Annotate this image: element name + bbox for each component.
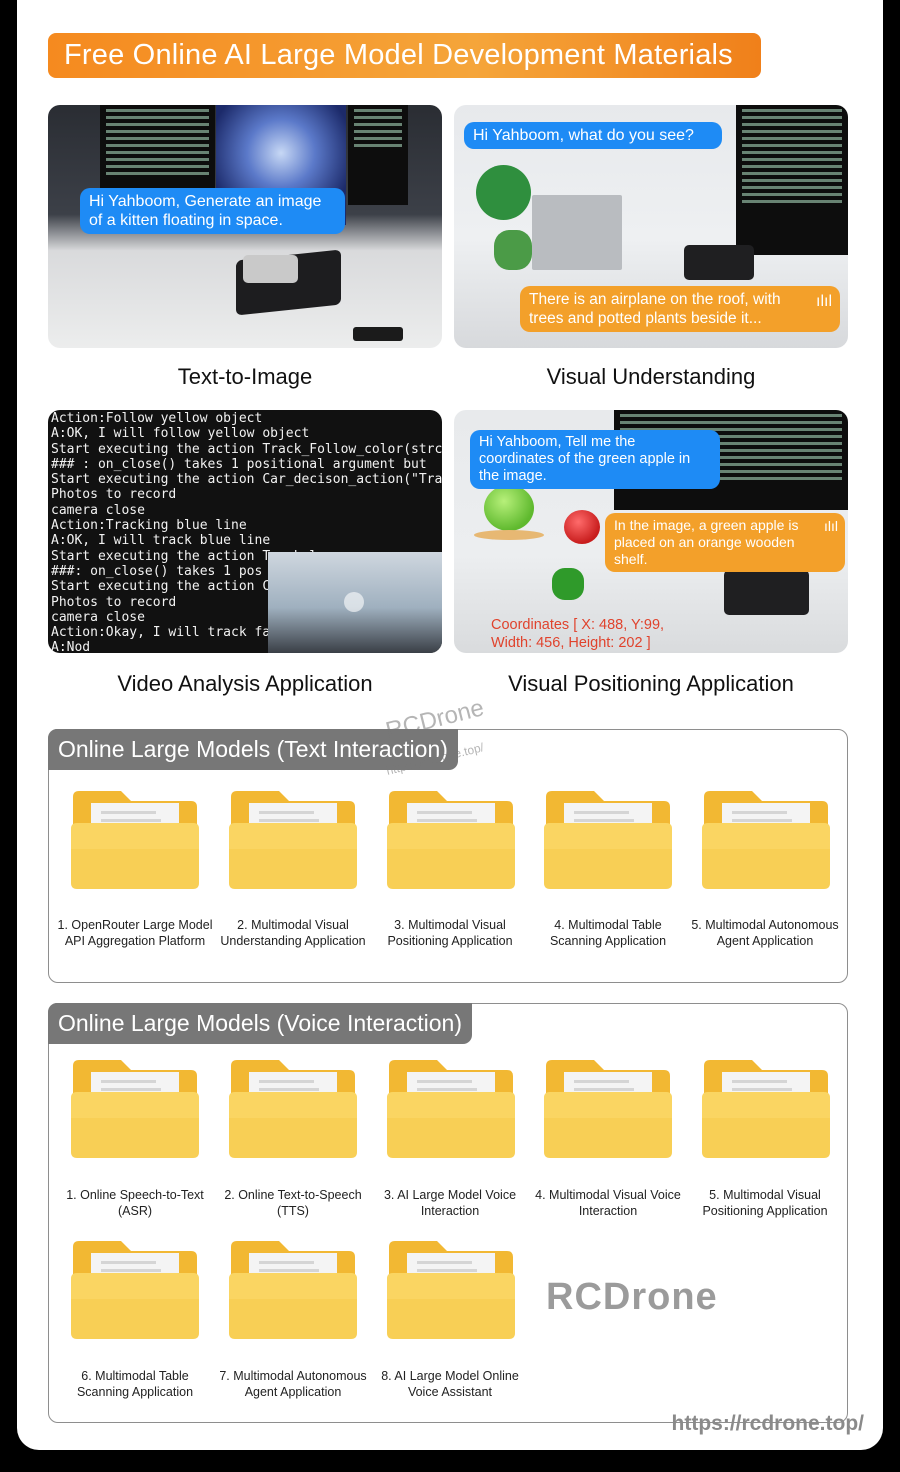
visual-understanding-answer: There is an airplane on the roof, with t…	[520, 286, 840, 332]
visual-understanding-question: Hi Yahboom, what do you see?	[464, 122, 722, 149]
folder-label[interactable]: 6. Multimodal Table Scanning Application	[76, 1369, 194, 1399]
folder-label[interactable]: 3. Multimodal Visual Positioning Applica…	[387, 918, 513, 948]
folder-icon[interactable]	[544, 789, 672, 889]
folder-label[interactable]: 1. OpenRouter Large Model API Aggregatio…	[57, 918, 213, 948]
folder-label[interactable]: 8. AI Large Model Online Voice Assistant	[381, 1369, 519, 1399]
red-apple	[564, 510, 600, 544]
folder-icon[interactable]	[71, 1058, 199, 1158]
folder-icon[interactable]	[229, 789, 357, 889]
text-to-image-bubble: Hi Yahboom, Generate an image of a kitte…	[80, 188, 345, 234]
visual-positioning-answer: In the image, a green apple is placed on…	[605, 513, 845, 572]
answer-text: There is an airplane on the roof, with t…	[529, 291, 781, 327]
folder-label[interactable]: 2. Online Text-to-Speech (TTS)	[224, 1188, 362, 1218]
folder-icon[interactable]	[387, 1058, 515, 1158]
green-pepper	[552, 568, 584, 600]
answer-text: In the image, a green apple is placed on…	[614, 517, 799, 567]
circuit-board	[353, 327, 403, 341]
potted-cactus	[494, 230, 532, 270]
folder-icon[interactable]	[71, 1239, 199, 1339]
visual-understanding-caption: Visual Understanding	[546, 364, 756, 389]
folder-label[interactable]: 3. AI Large Model Voice Interaction	[383, 1188, 517, 1218]
camera-module	[243, 255, 298, 283]
folder-icon[interactable]	[387, 1239, 515, 1339]
folder-icon[interactable]	[544, 1058, 672, 1158]
coordinates-readout: Coordinates [ X: 488, Y:99, Width: 456, …	[491, 617, 665, 651]
folder-icon[interactable]	[702, 789, 830, 889]
folder-label[interactable]: 4. Multimodal Visual Voice Interaction	[535, 1188, 681, 1218]
robot-device	[724, 570, 809, 615]
terminal-screen-right	[348, 105, 408, 205]
tree-plant	[476, 165, 531, 220]
robot-device	[684, 245, 754, 280]
video-thumbnail	[268, 552, 442, 653]
terminal-screen	[736, 105, 848, 255]
voice-wave-icon: ılıl	[816, 293, 832, 310]
play-icon	[344, 592, 364, 612]
watermark-brand: RCDrone	[546, 1276, 718, 1318]
voice-wave-icon: ılıl	[824, 518, 838, 534]
section-title: Online Large Models (Voice Interaction)	[48, 1003, 472, 1044]
model-building	[532, 195, 622, 270]
folder-icon[interactable]	[702, 1058, 830, 1158]
folder-icon[interactable]	[229, 1058, 357, 1158]
folder-label[interactable]: 5. Multimodal Autonomous Agent Applicati…	[691, 918, 839, 948]
folder-label[interactable]: 5. Multimodal Visual Positioning Applica…	[702, 1188, 828, 1218]
video-analysis-caption: Video Analysis Application	[117, 671, 373, 696]
folder-label[interactable]: 4. Multimodal Table Scanning Application	[549, 918, 667, 948]
video-analysis-photo: Action:Follow yellow object A:OK, I will…	[48, 410, 442, 653]
visual-positioning-question: Hi Yahboom, Tell me the coordinates of t…	[470, 430, 720, 489]
folder-label[interactable]: 1. Online Speech-to-Text (ASR)	[66, 1188, 204, 1218]
wooden-shelf	[474, 530, 544, 540]
green-apple	[484, 485, 534, 531]
folder-icon[interactable]	[229, 1239, 357, 1339]
visual-positioning-caption: Visual Positioning Application	[508, 671, 794, 696]
page-banner: Free Online AI Large Model Development M…	[48, 33, 761, 78]
text-to-image-caption: Text-to-Image	[177, 364, 313, 389]
folder-label[interactable]: 7. Multimodal Autonomous Agent Applicati…	[219, 1369, 367, 1399]
folder-label[interactable]: 2. Multimodal Visual Understanding Appli…	[220, 918, 366, 948]
watermark-url: https://rcdrone.top/	[671, 1412, 865, 1435]
terminal-screen	[614, 410, 848, 510]
folder-icon[interactable]	[387, 789, 515, 889]
folder-icon[interactable]	[71, 789, 199, 889]
section-title: Online Large Models (Text Interaction)	[48, 729, 458, 770]
